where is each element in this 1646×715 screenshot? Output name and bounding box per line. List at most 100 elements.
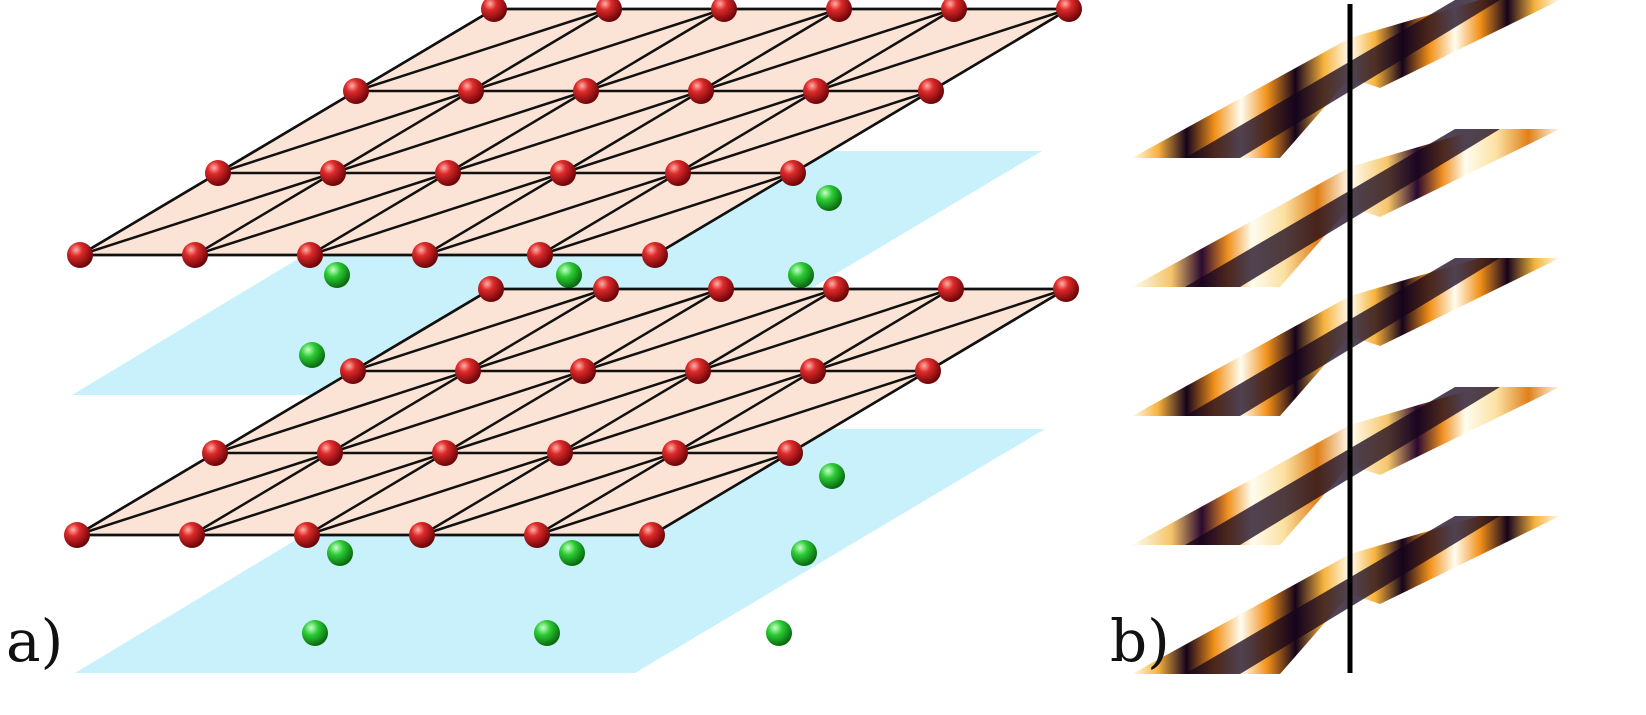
bond [811, 287, 953, 373]
spin-atom [938, 276, 964, 302]
bond [673, 369, 930, 455]
wave-slice-1 [1132, 0, 1560, 158]
bond [561, 89, 703, 175]
bond [581, 287, 838, 373]
bond [193, 171, 335, 257]
spin-atom [297, 242, 323, 268]
bond [446, 89, 703, 175]
spin-atom [826, 0, 852, 22]
bond [673, 369, 815, 455]
bond [328, 369, 585, 455]
bond [699, 7, 841, 93]
spacer-atom [788, 262, 814, 288]
bond [558, 369, 700, 455]
spin-atom [642, 242, 668, 268]
spacer-atom [534, 620, 560, 646]
spin-atom [780, 160, 806, 186]
wave-left-half [1132, 38, 1350, 158]
bond [351, 287, 608, 373]
spacer-atom [816, 185, 842, 211]
bond [78, 171, 220, 257]
spacer-atom [327, 540, 353, 566]
bond [423, 171, 565, 257]
spin-atom [711, 0, 737, 22]
spin-atom [596, 0, 622, 22]
bond [216, 89, 473, 175]
bond [814, 7, 956, 93]
bond [650, 451, 792, 537]
bond [538, 171, 795, 257]
bond [814, 7, 1071, 93]
bond [676, 89, 933, 175]
panel-b-waves [1132, 0, 1560, 674]
wave-node-streak [1185, 516, 1500, 674]
spin-atom [915, 358, 941, 384]
bond [331, 89, 588, 175]
bond [696, 287, 838, 373]
bond [190, 451, 447, 537]
bond [354, 7, 611, 93]
panel-b-label: b) [1110, 607, 1170, 675]
spacer-atom [766, 620, 792, 646]
bond [420, 451, 562, 537]
wave-right-half [1350, 387, 1560, 475]
bond [469, 7, 726, 93]
spin-atom [918, 78, 944, 104]
spin-atom [202, 440, 228, 466]
bonds-1 [78, 7, 1071, 257]
bond [443, 369, 585, 455]
panel-a-lattice [64, 0, 1082, 673]
bond [469, 7, 611, 93]
spin-atom [941, 0, 967, 22]
spacer-atom [299, 342, 325, 368]
wave-left-half [1132, 554, 1350, 674]
bond [305, 451, 562, 537]
bond [791, 89, 933, 175]
wave-slice-5 [1132, 516, 1560, 674]
spin-atom [67, 242, 93, 268]
spin-atom [527, 242, 553, 268]
bond [926, 287, 1068, 373]
bond [466, 287, 608, 373]
bond [308, 171, 450, 257]
spin-atom [481, 0, 507, 22]
bond [535, 451, 677, 537]
spin-atom [639, 522, 665, 548]
bond [213, 369, 355, 455]
bond [308, 171, 565, 257]
bond [190, 451, 332, 537]
bond [676, 89, 818, 175]
bond [788, 369, 930, 455]
bond [420, 451, 677, 537]
bond [581, 287, 723, 373]
spin-atom [455, 358, 481, 384]
spin-atom [435, 160, 461, 186]
spin-atom [665, 160, 691, 186]
spin-atom [432, 440, 458, 466]
bond [328, 369, 470, 455]
bond [653, 171, 795, 257]
spacer-atom [324, 262, 350, 288]
spin-atom [800, 358, 826, 384]
wave-right-half [1350, 129, 1560, 217]
spin-atom [662, 440, 688, 466]
bond [331, 89, 473, 175]
spin-atom [64, 522, 90, 548]
bond [561, 89, 818, 175]
bond [75, 451, 332, 537]
spin-atom [205, 160, 231, 186]
wave-slice-3 [1132, 258, 1560, 416]
bond [354, 7, 496, 93]
spin-atom [823, 276, 849, 302]
spin-atom [1056, 0, 1082, 22]
bond [423, 171, 680, 257]
wave-node-streak [1185, 129, 1500, 287]
panel-a-label: a) [6, 607, 64, 675]
spin-atom [550, 160, 576, 186]
spin-atom [478, 276, 504, 302]
spin-atom [777, 440, 803, 466]
bond [446, 89, 588, 175]
wave-right-half [1350, 258, 1560, 346]
spin-atom [317, 440, 343, 466]
bond [811, 287, 1068, 373]
